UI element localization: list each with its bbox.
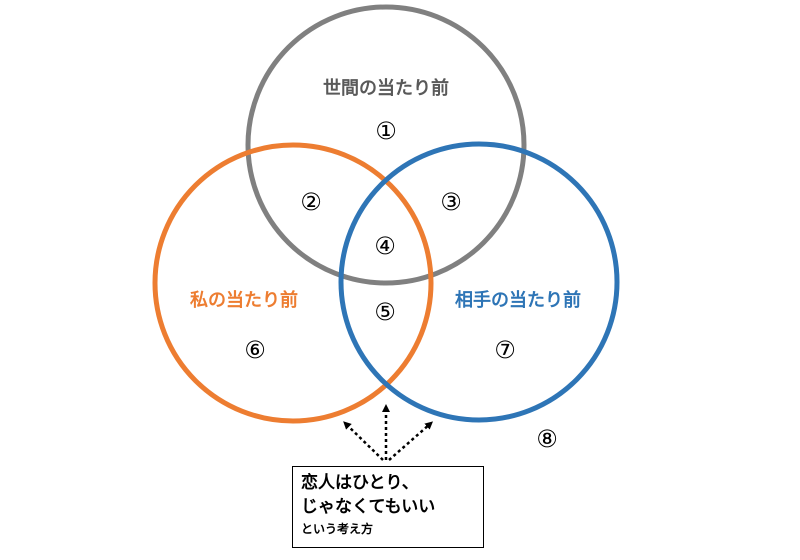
callout-line-1: 恋人はひとり、 [301, 473, 419, 493]
circle-partner-norm [338, 141, 620, 423]
region-1-number: ① [375, 117, 397, 145]
region-4-number: ④ [374, 232, 396, 260]
idea-callout-box: 恋人はひとり、 じゃなくてもいい という考え方 [292, 466, 484, 548]
arrow-up-right [388, 421, 434, 461]
label-my-norm: 私の当たり前 [190, 289, 298, 311]
label-partner-norm: 相手の当たり前 [455, 289, 581, 311]
region-2-number: ② [300, 188, 322, 216]
region-3-number: ③ [440, 188, 462, 216]
region-6-number: ⑥ [244, 336, 266, 364]
region-8-number: ⑧ [536, 425, 558, 453]
label-world-norm: 世間の当たり前 [323, 77, 449, 99]
circle-my-norm [152, 142, 434, 424]
arrow-up-left [343, 421, 384, 461]
callout-line-3: という考え方 [301, 522, 374, 536]
region-5-number: ⑤ [374, 298, 396, 326]
callout-line-2: じゃなくてもいい [301, 497, 436, 517]
region-7-number: ⑦ [494, 336, 516, 364]
circle-world-norm [245, 4, 527, 286]
